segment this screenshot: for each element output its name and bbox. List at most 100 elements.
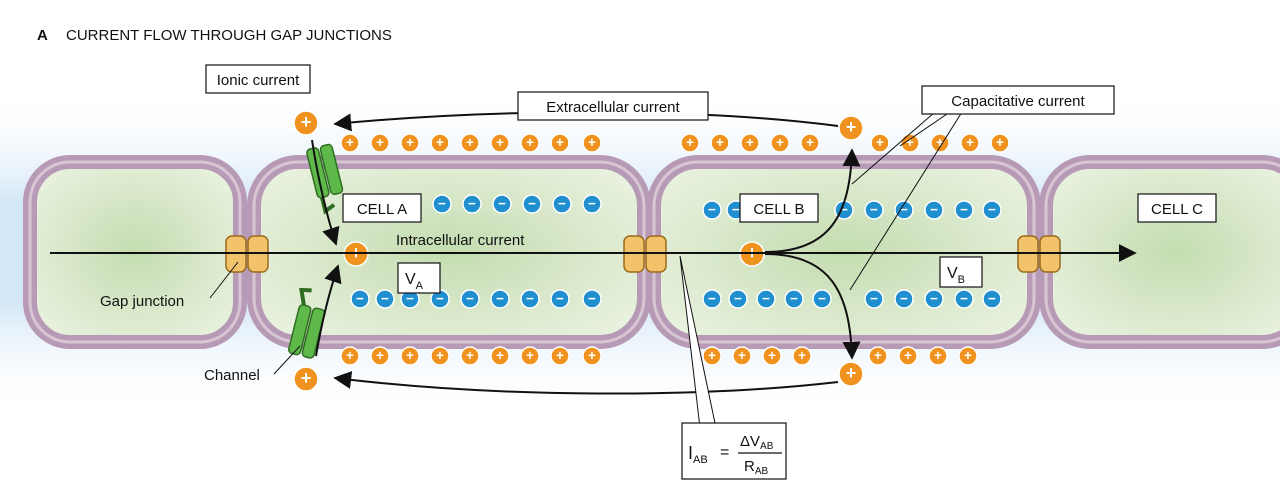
svg-text:+: + xyxy=(686,135,694,150)
svg-text:−: − xyxy=(930,202,938,217)
negative-charge: − xyxy=(784,289,804,309)
negative-charge: − xyxy=(582,289,602,309)
svg-text:−: − xyxy=(762,291,770,306)
svg-text:+: + xyxy=(436,348,444,363)
cell-c-label: CELL C xyxy=(1151,201,1203,218)
negative-charge: − xyxy=(982,200,1002,220)
svg-text:−: − xyxy=(930,291,938,306)
label-boxes xyxy=(205,64,1217,480)
svg-text:+: + xyxy=(346,135,354,150)
positive-ion: + xyxy=(293,110,319,136)
svg-text:IAB: IAB xyxy=(688,443,708,466)
svg-text:+: + xyxy=(376,135,384,150)
negative-charge: − xyxy=(522,194,542,214)
svg-text:=: = xyxy=(720,444,729,461)
positive-charge: + xyxy=(928,346,948,366)
svg-text:+: + xyxy=(768,348,776,363)
positive-ion: + xyxy=(293,366,319,392)
negative-charge: − xyxy=(702,200,722,220)
svg-text:+: + xyxy=(496,135,504,150)
svg-text:+: + xyxy=(556,135,564,150)
svg-text:−: − xyxy=(496,291,504,306)
positive-charge: + xyxy=(930,133,950,153)
svg-text:−: − xyxy=(438,196,446,211)
intracellular-current-label: Intracellular current xyxy=(396,232,525,249)
svg-text:+: + xyxy=(466,348,474,363)
svg-text:+: + xyxy=(406,348,414,363)
svg-text:−: − xyxy=(818,291,826,306)
positive-charge: + xyxy=(370,346,390,366)
svg-text:+: + xyxy=(846,363,857,383)
svg-text:−: − xyxy=(708,202,716,217)
negative-charge: − xyxy=(702,289,722,309)
negative-charge: − xyxy=(864,200,884,220)
svg-text:RAB: RAB xyxy=(744,458,769,477)
positive-charge: + xyxy=(520,133,540,153)
negative-charge: − xyxy=(924,289,944,309)
positive-charge: + xyxy=(370,133,390,153)
svg-text:−: − xyxy=(406,291,414,306)
positive-charge: + xyxy=(550,346,570,366)
svg-text:+: + xyxy=(526,135,534,150)
panel-title: CURRENT FLOW THROUGH GAP JUNCTIONS xyxy=(66,27,392,44)
svg-text:−: − xyxy=(708,291,716,306)
svg-text:+: + xyxy=(588,135,596,150)
svg-text:−: − xyxy=(498,196,506,211)
negative-charge: − xyxy=(728,289,748,309)
svg-text:+: + xyxy=(966,135,974,150)
negative-charge: − xyxy=(550,289,570,309)
svg-text:−: − xyxy=(870,202,878,217)
svg-text:−: − xyxy=(436,291,444,306)
svg-text:+: + xyxy=(301,368,312,388)
cell-a-label: CELL A xyxy=(357,201,407,218)
svg-text:−: − xyxy=(558,196,566,211)
positive-ion: + xyxy=(838,361,864,387)
positive-charge: + xyxy=(960,133,980,153)
positive-charge: + xyxy=(430,133,450,153)
positive-charge: + xyxy=(770,133,790,153)
svg-text:−: − xyxy=(734,291,742,306)
positive-charge: + xyxy=(340,346,360,366)
positive-charge: + xyxy=(868,346,888,366)
positive-charge: + xyxy=(898,346,918,366)
svg-text:+: + xyxy=(496,348,504,363)
svg-text:+: + xyxy=(876,135,884,150)
positive-charge: + xyxy=(762,346,782,366)
negative-charge: − xyxy=(894,289,914,309)
negative-charge: − xyxy=(982,289,1002,309)
svg-text:+: + xyxy=(904,348,912,363)
negative-charge: − xyxy=(894,200,914,220)
positive-charge: + xyxy=(792,346,812,366)
capacitative-current-down-arrow xyxy=(764,253,861,360)
positive-charge: + xyxy=(800,133,820,153)
positive-charge: + xyxy=(740,133,760,153)
ionic-current-bottom-arrow xyxy=(315,264,342,357)
equation-box xyxy=(681,422,787,480)
positive-charge: + xyxy=(400,133,420,153)
ionic-current-top-arrow xyxy=(311,139,340,246)
svg-text:−: − xyxy=(988,291,996,306)
svg-text:+: + xyxy=(798,348,806,363)
positive-charge: + xyxy=(582,346,602,366)
negative-charge: − xyxy=(552,194,572,214)
svg-text:+: + xyxy=(556,348,564,363)
positive-ion: + xyxy=(838,115,864,141)
svg-text:+: + xyxy=(936,135,944,150)
current-arrows xyxy=(50,111,1137,395)
positive-charge: + xyxy=(340,133,360,153)
svg-text:+: + xyxy=(526,348,534,363)
svg-text:+: + xyxy=(806,135,814,150)
ion-channel-bottom xyxy=(288,287,326,359)
svg-text:−: − xyxy=(466,291,474,306)
svg-text:+: + xyxy=(996,135,1004,150)
svg-text:−: − xyxy=(556,291,564,306)
svg-text:+: + xyxy=(716,135,724,150)
positive-charge: + xyxy=(490,346,510,366)
va-label: VA xyxy=(405,271,424,292)
svg-text:−: − xyxy=(988,202,996,217)
svg-text:+: + xyxy=(738,348,746,363)
positive-charge: + xyxy=(550,133,570,153)
svg-text:−: − xyxy=(528,196,536,211)
positive-charge: + xyxy=(702,346,722,366)
